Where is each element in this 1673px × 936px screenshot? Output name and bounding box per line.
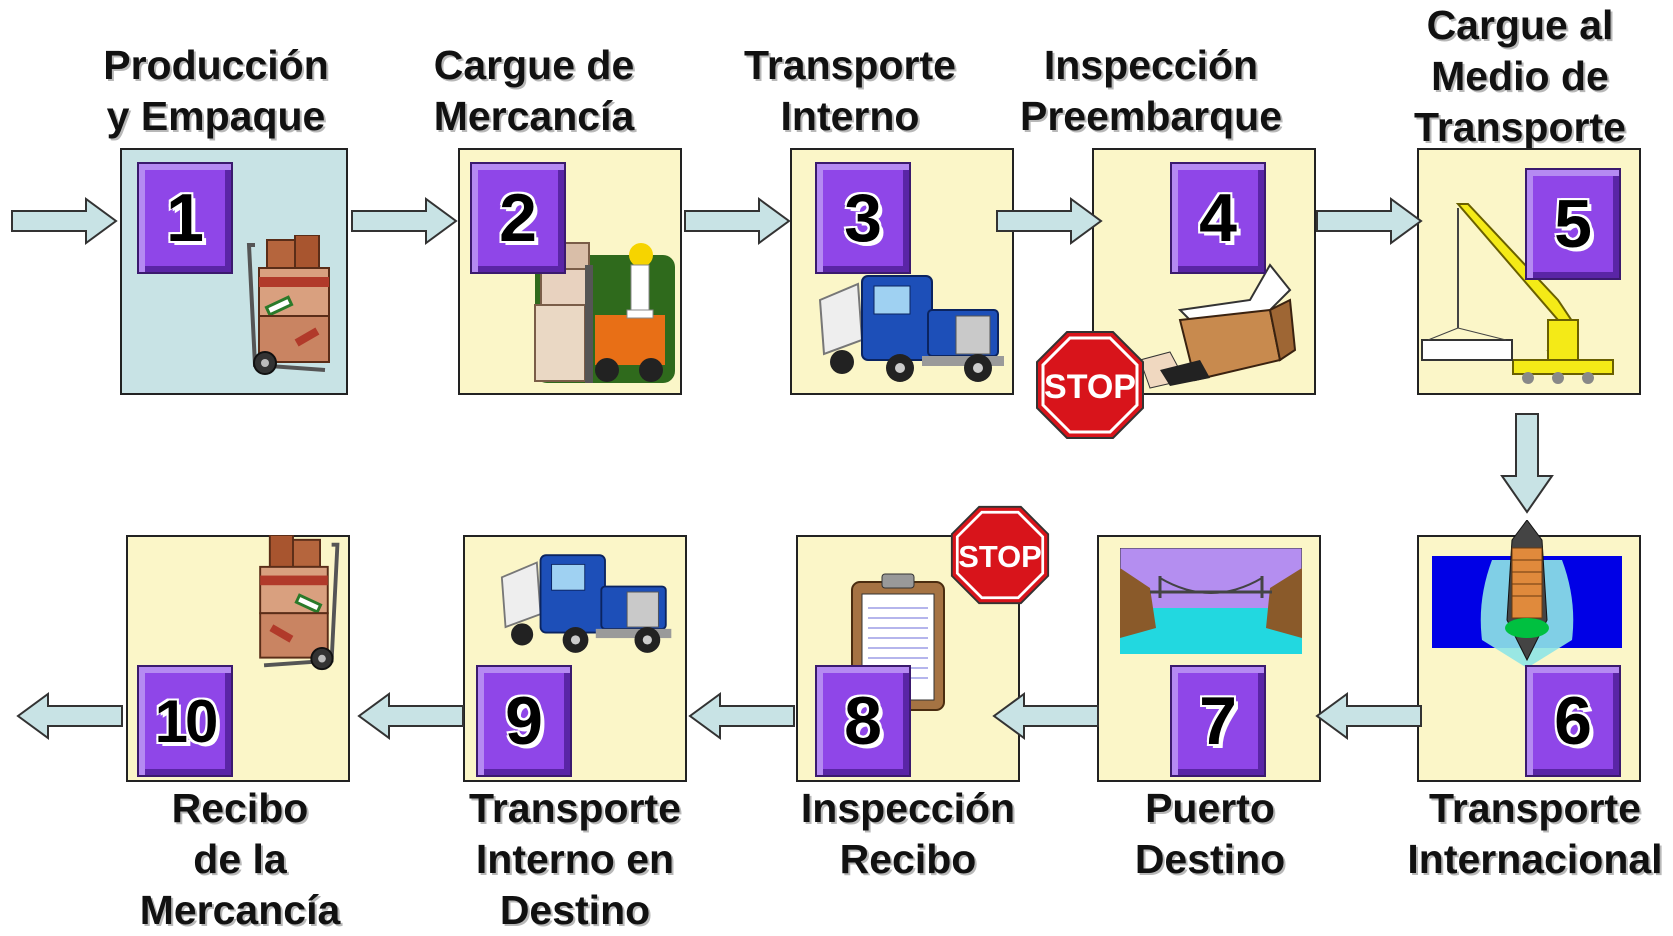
step-5-number: 5 (1525, 168, 1621, 280)
step-2-title-line: Cargue de (433, 42, 635, 88)
step-10-title-line: de la (193, 836, 287, 882)
step-5-title: Cargue al Medio de Transporte (1400, 0, 1640, 153)
step-9-title-line: Transporte (469, 785, 681, 831)
hand-truck-icon (246, 235, 330, 375)
flow-arrow-right (11, 197, 118, 245)
flow-arrow-down (1500, 413, 1554, 514)
step-7-title-line: Destino (1134, 836, 1286, 882)
stop-sign-icon: STOP (950, 505, 1050, 605)
step-10-number: 10 (137, 665, 233, 777)
step-9-title-line: Interno en (475, 836, 675, 882)
step-5-title-line: Medio de (1431, 53, 1609, 99)
step-10-title: Recibo de la Mercancía (110, 783, 370, 936)
step-6-title: Transporte Internacional (1400, 783, 1670, 885)
step-3-number: 3 (815, 162, 911, 274)
step-9-title-line: Destino (499, 887, 651, 933)
step-1-title-line: Producción (103, 42, 329, 88)
step-5-title-line: Transporte (1414, 104, 1626, 150)
step-4-title-line: Inspección (1043, 42, 1259, 88)
step-8-title-line: Inspección (800, 785, 1016, 831)
step-6-title-line: Transporte (1429, 785, 1641, 831)
truck-icon (818, 275, 1004, 382)
step-5-title-line: Cargue al (1426, 2, 1614, 48)
stop-sign-label: STOP (958, 539, 1042, 574)
crane-icon (1421, 203, 1614, 384)
step-2-title-line: Mercancía (433, 93, 635, 139)
step-4-title: Inspección Preembarque (1015, 40, 1287, 142)
hand-truck-icon (259, 535, 340, 671)
forklift-icon (534, 242, 675, 383)
step-9-number: 9 (476, 665, 572, 777)
step-1-number: 1 (137, 162, 233, 274)
step-3-title: Transporte Interno (735, 40, 965, 142)
step-9-title: Transporte Interno en Destino (440, 783, 710, 936)
cargo-ship-icon (1432, 520, 1622, 668)
step-2-title: Cargue de Mercancía (428, 40, 640, 142)
bridge-icon (1120, 548, 1302, 654)
step-10-title-line: Recibo (171, 785, 309, 831)
flow-arrow-right (996, 197, 1103, 245)
step-8-number: 8 (815, 665, 911, 777)
flow-arrow-right (351, 197, 458, 245)
step-10-title-line: Mercancía (139, 887, 341, 933)
step-4-title-line: Preembarque (1019, 93, 1283, 139)
step-6-number: 6 (1525, 665, 1621, 777)
flow-arrow-right (684, 197, 791, 245)
stop-sign-icon: STOP (1036, 331, 1144, 439)
step-4-number: 4 (1170, 162, 1266, 274)
step-7-title-line: Puerto (1145, 785, 1275, 831)
flow-arrow-left (992, 692, 1099, 740)
flow-arrow-right (1316, 197, 1423, 245)
truck-icon (500, 554, 672, 653)
step-2-number: 2 (470, 162, 566, 274)
step-8-title: Inspección Recibo (778, 783, 1038, 885)
flow-arrow-left (1315, 692, 1422, 740)
flow-arrow-left (357, 692, 464, 740)
step-1-title-line: y Empaque (106, 93, 326, 139)
step-7-title: Puerto Destino (1090, 783, 1330, 885)
stop-sign-label: STOP (1044, 368, 1136, 406)
step-3-title-line: Interno (780, 93, 920, 139)
step-7-number: 7 (1170, 665, 1266, 777)
step-6-title-line: Internacional (1407, 836, 1663, 882)
flow-arrow-left (16, 692, 123, 740)
flow-arrow-left (688, 692, 795, 740)
step-3-title-line: Transporte (744, 42, 956, 88)
open-box-icon (1140, 263, 1297, 389)
step-8-title-line: Recibo (839, 836, 977, 882)
step-1-title: Producción y Empaque (100, 40, 332, 142)
